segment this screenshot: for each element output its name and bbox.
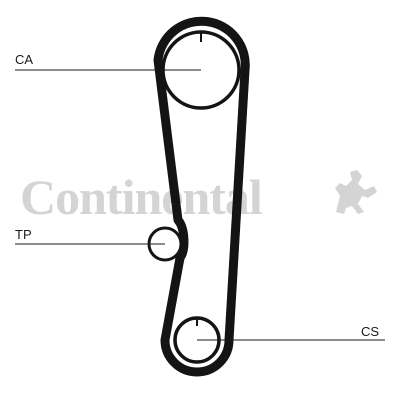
label-tensioner: TP — [15, 227, 165, 245]
label-tensioner-text: TP — [15, 227, 32, 242]
label-camshaft: CA — [15, 52, 201, 71]
label-camshaft-text: CA — [15, 52, 33, 67]
timing-belt — [153, 16, 250, 377]
watermark-brand-text: Continental — [20, 169, 263, 225]
label-crankshaft: CS — [197, 324, 385, 341]
label-crankshaft-text: CS — [361, 324, 379, 339]
brand-watermark: Continental — [20, 169, 377, 225]
horse-logo-icon — [335, 170, 377, 214]
